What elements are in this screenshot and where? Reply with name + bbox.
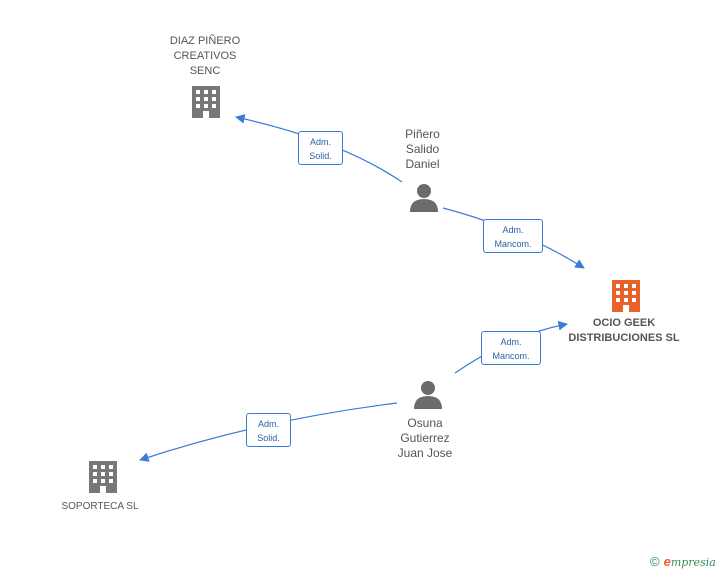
copyright-icon: © (650, 554, 660, 569)
edge-label-line: Mancom. (492, 351, 530, 361)
label-line: Osuna (407, 416, 443, 430)
label-line: Juan Jose (397, 446, 453, 460)
label-line: Piñero (405, 127, 440, 141)
label-line: OCIO GEEK (592, 317, 656, 329)
building-icon[interactable] (89, 461, 117, 493)
node-label-soporteca[interactable]: SOPORTECA SL (50, 499, 150, 514)
person-icon[interactable] (414, 381, 442, 409)
building-icon[interactable] (192, 86, 220, 118)
edge-label-osuna-soporteca[interactable]: Adm. Solid. (246, 413, 291, 447)
label-line: Daniel (405, 157, 440, 171)
node-label-ocio[interactable]: OCIO GEEK DISTRIBUCIONES SL (558, 316, 690, 346)
label-line: DIAZ PIÑERO (169, 35, 241, 47)
edge-label-line: Adm. (500, 337, 522, 347)
edge-label-osuna-ocio[interactable]: Adm. Mancom. (481, 331, 541, 365)
edge-label-line: Mancom. (494, 239, 532, 249)
label-line: Salido (405, 142, 440, 156)
label-line: SOPORTECA SL (61, 501, 139, 512)
node-label-diaz[interactable]: DIAZ PIÑERO CREATIVOS SENC (150, 34, 260, 79)
edge-label-line: Solid. (309, 151, 332, 161)
label-line: DISTRIBUCIONES SL (568, 332, 680, 344)
brand-name: mpresia (670, 556, 716, 569)
label-line: CREATIVOS (173, 50, 237, 62)
edge-label-pinero-ocio[interactable]: Adm. Mancom. (483, 219, 543, 253)
brand-initial: e (663, 554, 671, 569)
node-label-osuna[interactable]: Osuna Gutierrez Juan Jose (385, 416, 465, 461)
empresia-watermark: ©empresia (650, 554, 716, 569)
edge-label-line: Adm. (257, 419, 279, 429)
edge-label-line: Adm. (309, 137, 331, 147)
edge-label-line: Adm. (502, 225, 524, 235)
edge-label-pinero-diaz[interactable]: Adm. Solid. (298, 131, 343, 165)
building-icon-focus[interactable] (612, 280, 640, 312)
edge-label-line: Solid. (257, 433, 280, 443)
label-line: Gutierrez (400, 431, 450, 445)
label-line: SENC (189, 65, 221, 77)
node-label-pinero[interactable]: Piñero Salido Daniel (385, 127, 460, 172)
person-icon[interactable] (410, 184, 438, 212)
